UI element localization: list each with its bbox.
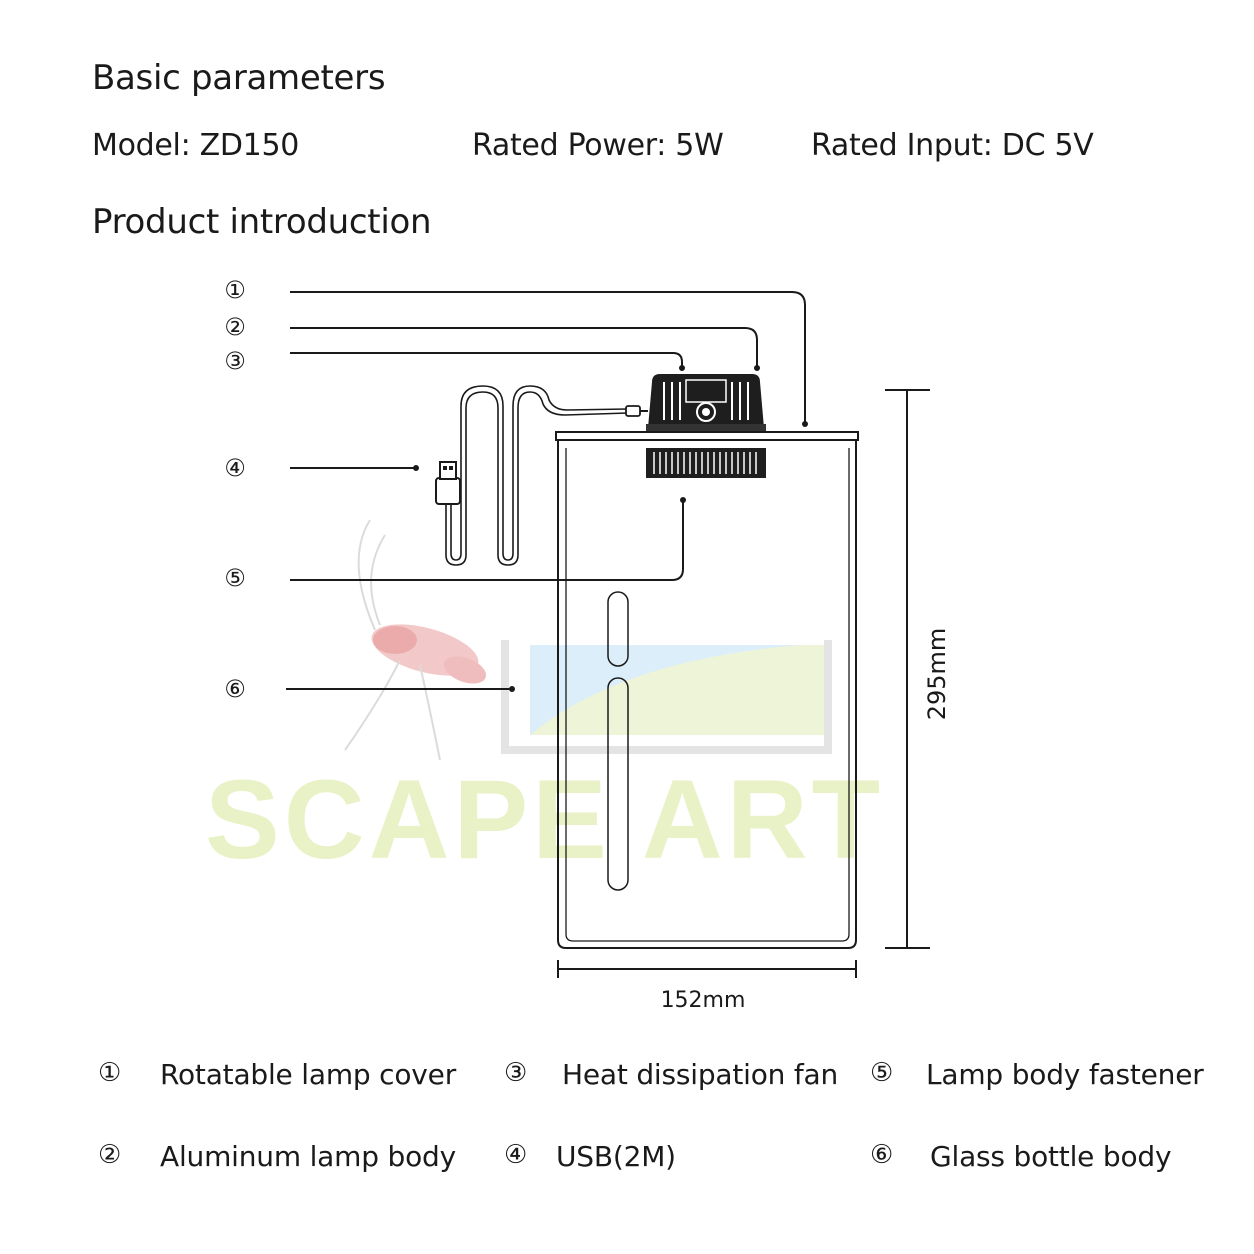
legend-label-3: Heat dissipation fan [562, 1058, 839, 1091]
legend-num-2: ② [98, 1140, 122, 1170]
legend-num-3: ③ [504, 1058, 528, 1088]
rated-power-param: Rated Power: 5W [472, 128, 724, 163]
legend-num-5: ⑤ [870, 1058, 894, 1088]
glass-bottle [557, 440, 857, 949]
height-dimension-line [885, 389, 930, 949]
callout-3: ③ [224, 347, 246, 375]
lamp-cover [555, 431, 859, 441]
basic-parameters-heading: Basic parameters [92, 58, 386, 98]
width-dimension-label: 152mm [661, 988, 746, 1013]
legend-label-4: USB(2M) [556, 1140, 676, 1173]
legend-num-1: ① [98, 1058, 122, 1088]
callout-4: ④ [224, 454, 246, 482]
product-introduction-heading: Product introduction [92, 202, 432, 242]
callout-1: ① [224, 276, 246, 304]
lamp-body-fastener [646, 448, 766, 478]
dc-connector-icon [625, 405, 648, 417]
watermark-text: SCAPE ART [205, 757, 884, 882]
lamp-head [646, 374, 766, 432]
legend-label-5: Lamp body fastener [926, 1058, 1204, 1091]
legend-num-6: ⑥ [870, 1140, 894, 1170]
legend-label-1: Rotatable lamp cover [160, 1058, 457, 1091]
usb-plug-icon [435, 461, 461, 505]
legend-label-6: Glass bottle body [930, 1140, 1172, 1173]
callout-2: ② [224, 313, 246, 341]
legend-label-2: Aluminum lamp body [160, 1140, 456, 1173]
shrimp-watermark-icon [344, 519, 487, 761]
height-dimension-label: 295mm [923, 628, 951, 721]
legend-num-4: ④ [504, 1140, 528, 1170]
model-param: Model: ZD150 [92, 128, 300, 163]
rated-input-param: Rated Input: DC 5V [811, 128, 1094, 163]
usb-cable [445, 385, 629, 566]
watermark-logo: SCAPE ART [205, 519, 884, 882]
callout-6: ⑥ [224, 675, 246, 703]
leader-lines [286, 291, 806, 690]
callout-5: ⑤ [224, 564, 246, 592]
width-dimension-line [557, 960, 857, 978]
